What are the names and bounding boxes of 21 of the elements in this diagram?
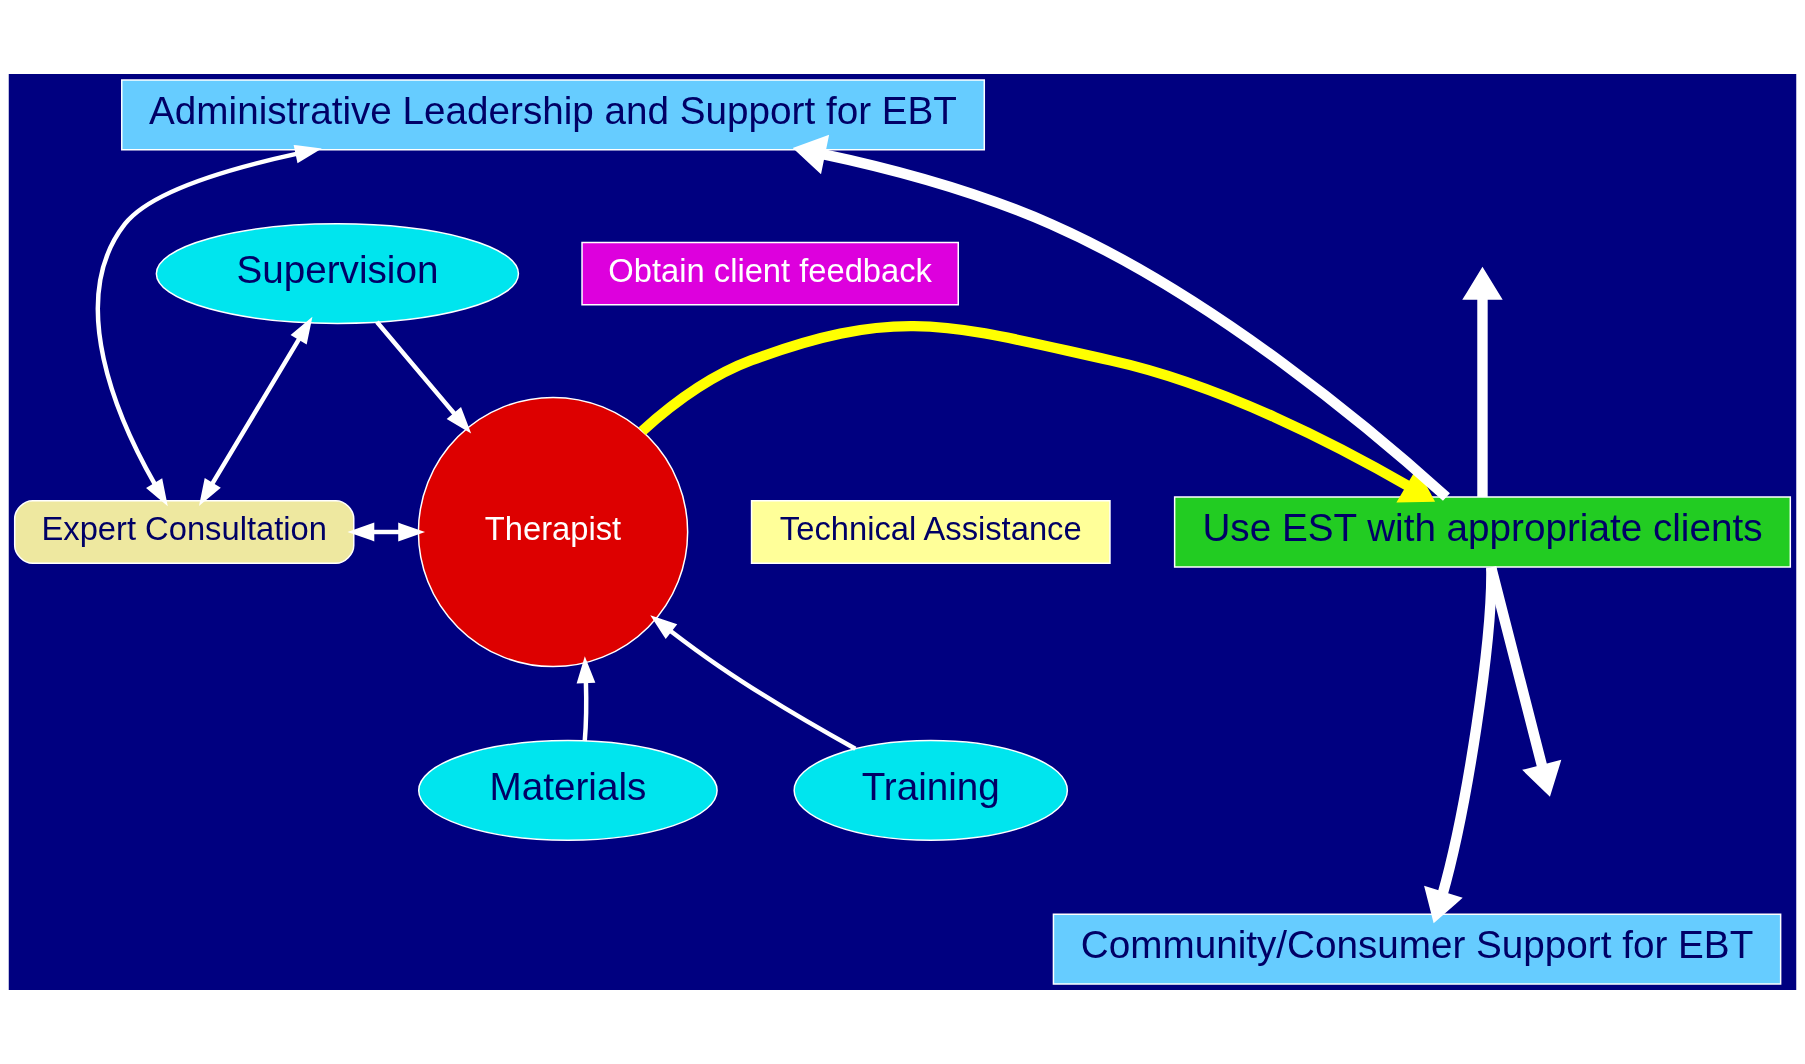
node-box: Expert Consultation <box>13 500 355 564</box>
arrow <box>375 320 472 434</box>
node-ellipse: Materials <box>417 739 718 841</box>
node-box: Technical Assistance <box>750 500 1111 564</box>
arrow <box>347 522 426 542</box>
arrow <box>650 615 857 751</box>
node-box: Use EST with appropriate clients <box>1173 496 1792 568</box>
arrow <box>1424 567 1497 924</box>
arrow <box>1462 266 1503 497</box>
arrow <box>792 134 1450 501</box>
node-circle: Therapist <box>417 396 689 668</box>
node-ellipse: Training <box>793 739 1069 841</box>
node-box: Administrative Leadership and Support for EBT <box>121 79 986 151</box>
node-box: Community/Consumer Support for EBT <box>1052 913 1782 985</box>
arrow <box>198 316 313 506</box>
arrow <box>638 321 1436 503</box>
arrow <box>95 144 322 507</box>
node-ellipse: Supervision <box>155 223 520 325</box>
node-box: Obtain client feedback <box>581 241 959 306</box>
arrow <box>576 656 596 742</box>
arrow <box>1486 566 1562 797</box>
